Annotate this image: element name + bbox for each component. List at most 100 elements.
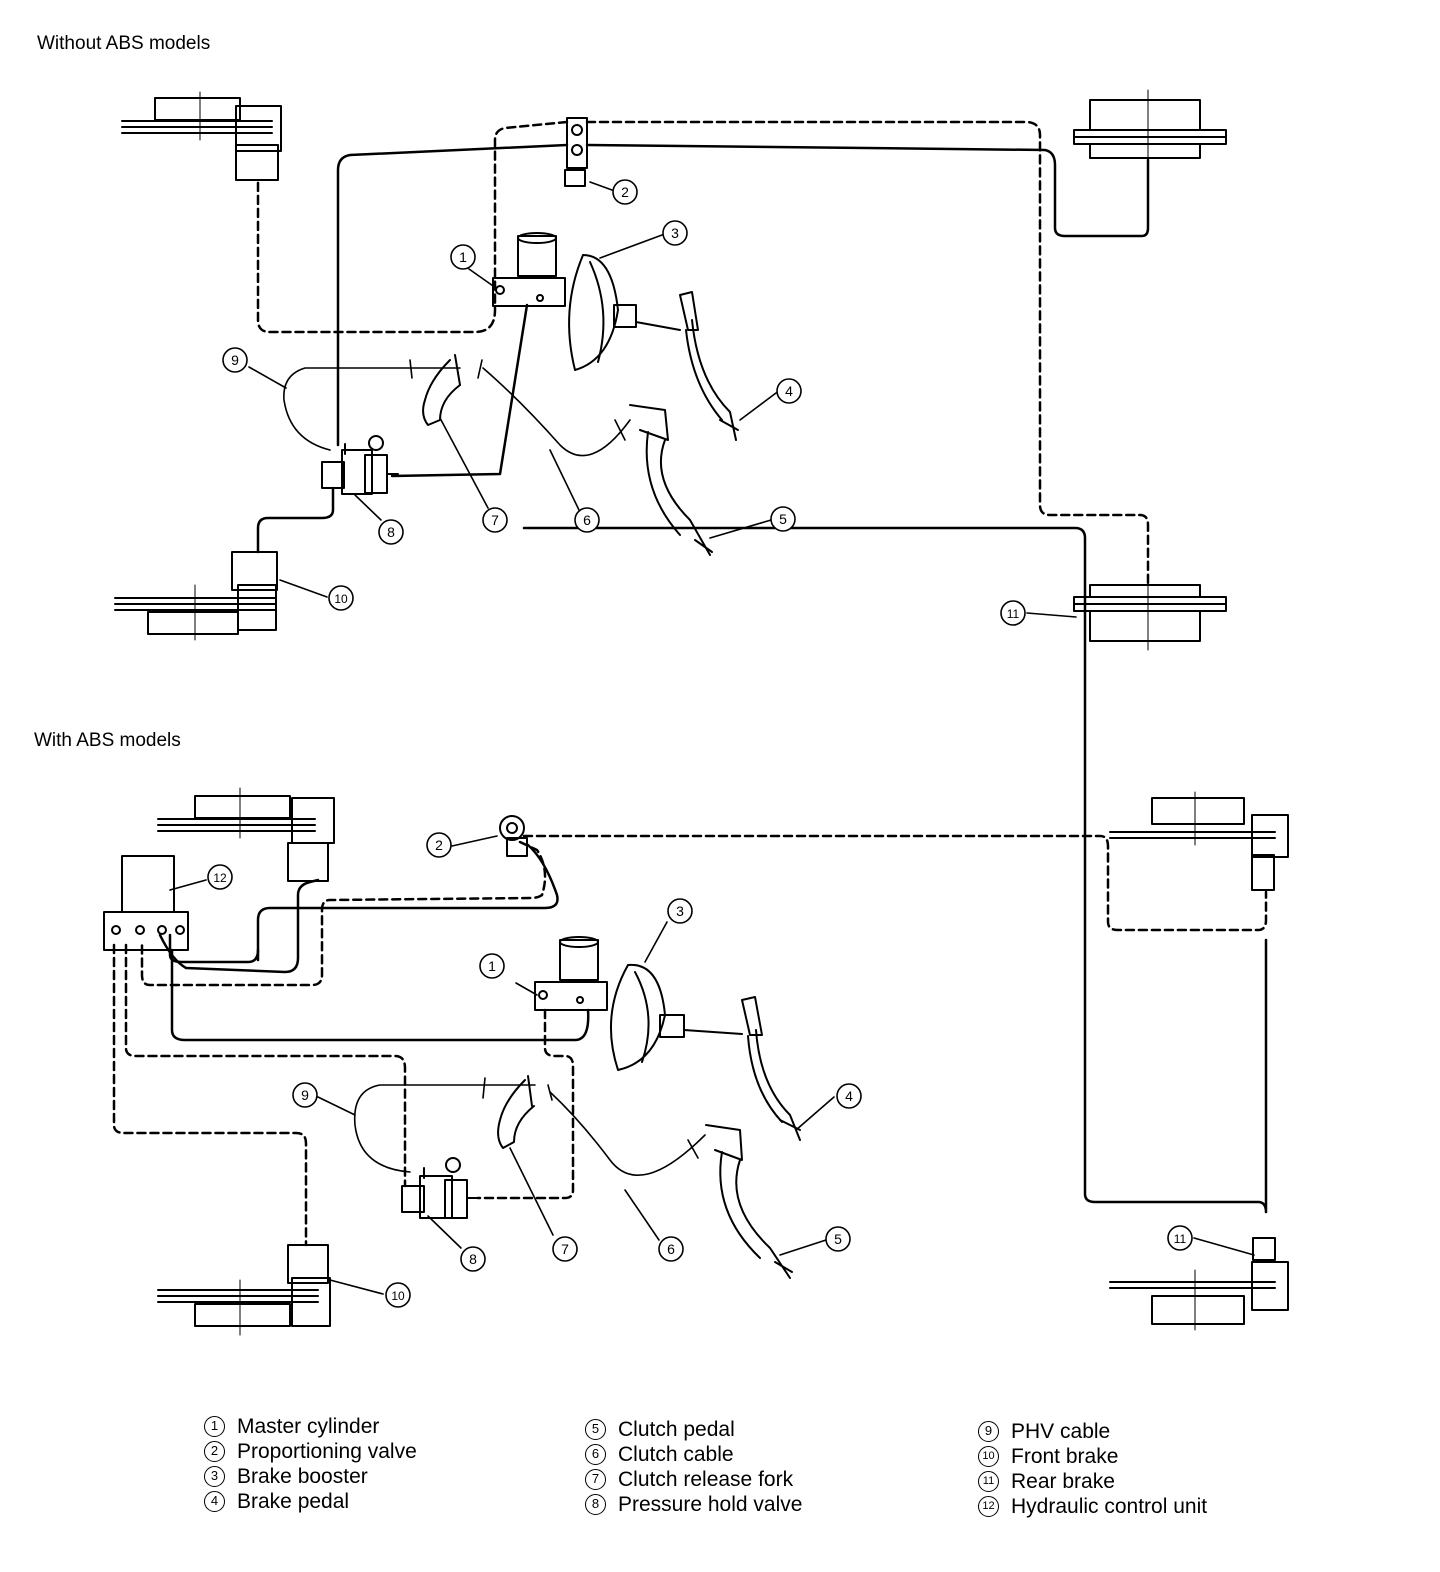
bottom-diagram [103,526,1289,1336]
legend-label: Brake booster [237,1465,368,1488]
clutch-release-fork-bottom [497,1075,535,1149]
clutch-release-fork-top [422,354,461,426]
front-brake-bottom-left [114,551,278,641]
callout-label-3-bottom: 3 [676,903,684,919]
legend-label: Clutch pedal [618,1418,735,1441]
clutch-cable-bottom [549,1091,706,1176]
callout-label-2-bottom: 2 [435,837,443,853]
legend-item: 4 Brake pedal [204,1489,417,1514]
callout-label-3-top: 3 [671,225,679,241]
brake-line-bottom-3 [168,933,260,964]
legend-label: PHV cable [1011,1420,1111,1443]
callout-label-11-bottom: 11 [1174,1232,1187,1246]
dashed-line-top-1 [585,120,1150,587]
callout-label-10-top: 10 [334,592,348,606]
callout-label-9-top: 9 [231,352,239,368]
callout-label-12-bottom: 12 [213,871,227,885]
pressure-hold-valve-top [321,435,399,495]
callout-8-top [378,519,404,545]
dashed-line-bottom-4 [112,943,308,1247]
proportioning-valve-bottom [499,815,528,857]
brake-line-top-1 [585,143,1150,238]
callout-label-8-bottom: 8 [469,1251,477,1267]
callout-9-top [222,347,248,373]
legend-number: 2 [204,1441,225,1462]
callout-label-6-top: 6 [583,512,591,528]
brake-line-bottom-5 [170,948,590,1042]
front-brake-top-left-upper [121,91,282,181]
callout-label-7-bottom: 7 [561,1241,569,1257]
callout-6-bottom [658,1236,684,1262]
callout-label-7-top: 7 [491,512,499,528]
callout-label-4-top: 4 [785,383,793,399]
pressure-hold-valve-bottom [401,1157,479,1219]
legend-number: 12 [978,1496,999,1517]
hydraulic-control-unit [103,855,189,951]
callout-4-bottom [836,1083,862,1109]
legend-label: Clutch release fork [618,1468,794,1491]
dashed-line-bottom-3 [124,943,407,1188]
legend-number: 5 [585,1419,606,1440]
rear-brake-with-abs-lower [1109,1237,1289,1331]
legend-label: Brake pedal [237,1490,350,1513]
legend-label: Front brake [1011,1445,1119,1468]
callout-7-top [482,507,508,533]
legend-number: 10 [978,1446,999,1467]
legend-label: Rear brake [1011,1470,1115,1493]
front-brake-with-abs-lower [157,1244,331,1336]
dashed-line-top-2 [256,120,569,334]
legend-label: Proportioning valve [237,1440,417,1463]
brake-pedal-top [679,291,739,441]
callout-9-bottom [292,1082,318,1108]
dashed-line-bottom-1 [522,834,1268,932]
section-title-with-abs: With ABS models [34,730,181,751]
legend-item: 2 Proportioning valve [204,1439,417,1464]
legend-number: 4 [204,1491,225,1512]
callout-1-top [450,244,476,270]
callout-label-1-bottom: 1 [488,958,496,974]
legend-item: 1 Master cylinder [204,1414,417,1439]
master-cylinder-top [492,232,566,307]
callout-label-11-top: 11 [1007,607,1020,621]
callout-5-top [770,506,796,532]
legend-label: Pressure hold valve [618,1493,803,1516]
callout-2-top [612,179,638,205]
legend-label: Hydraulic control unit [1011,1495,1208,1518]
clutch-pedal-top [629,404,713,556]
brake-line-bottom-4 [158,878,320,974]
callout-label-9-bottom: 9 [301,1087,309,1103]
callout-3-top [662,220,688,246]
legend-number: 7 [585,1469,606,1490]
legend-number: 8 [585,1494,606,1515]
callout-10-top [328,585,354,611]
callout-8-bottom [460,1246,486,1272]
callout-2-bottom [426,832,452,858]
callout-11-bottom [1167,1225,1193,1251]
legend-item: 11 Rear brake [978,1469,1207,1494]
legend-number: 1 [204,1416,225,1437]
legend-number: 11 [978,1471,999,1492]
callout-3-bottom [667,898,693,924]
brake-line-top-3 [390,303,529,478]
rear-brake-bottom-right [1073,574,1227,651]
brake-system-diagram: 1 2 3 4 5 6 7 8 9 10 11 1 2 3 4 5 6 7 8 … [103,89,1289,1336]
legend-item: 3 Brake booster [204,1464,417,1489]
dashed-line-bottom-2 [140,840,547,987]
callout-label-8-top: 8 [387,524,395,540]
legend-label: Master cylinder [237,1415,380,1438]
section-title-without-abs: Without ABS models [37,33,211,54]
legend-number: 3 [204,1466,225,1487]
brake-line-bottom-1 [522,526,1268,1214]
callout-label-2-top: 2 [621,184,629,200]
top-diagram [114,89,1227,651]
brake-line-bottom-2 [256,843,559,962]
front-brake-with-abs-upper [157,787,335,882]
legend-item: 10 Front brake [978,1444,1207,1469]
callout-label-4-bottom: 4 [845,1088,853,1104]
callout-7-bottom [552,1236,578,1262]
callout-label-10-bottom: 10 [391,1289,405,1303]
